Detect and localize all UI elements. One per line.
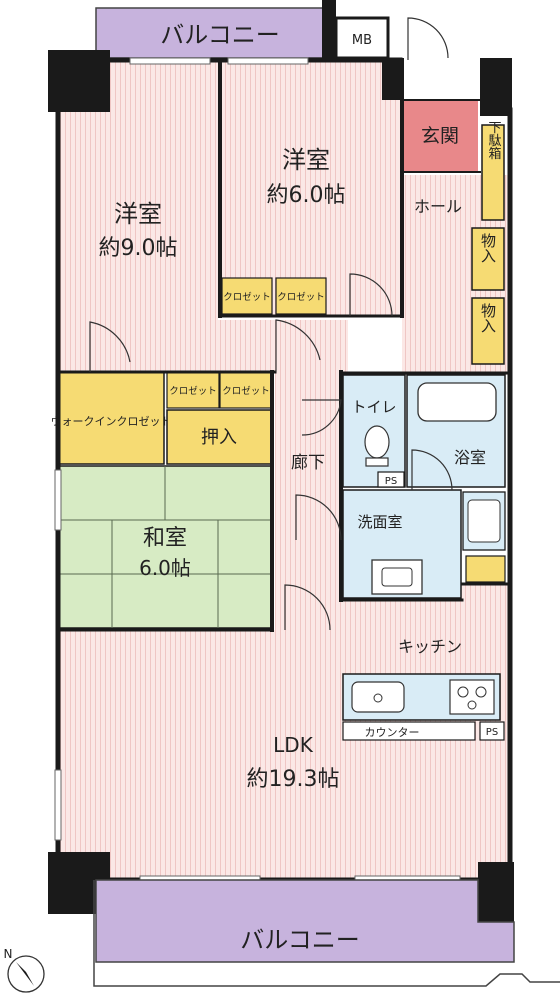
closet-4-label: クロゼット <box>222 385 270 397</box>
counter-label: カウンター <box>365 726 420 739</box>
closet-1-label: クロゼット <box>223 291 271 303</box>
western-room-2-floor <box>222 62 402 317</box>
entrance-label: 玄関 <box>421 125 459 147</box>
balcony-top-label: バルコニー <box>160 21 280 49</box>
mb-label: MB <box>352 33 372 48</box>
storage-2 <box>471 297 505 365</box>
washing-machine-inner-icon <box>467 499 501 543</box>
closet-3 <box>166 371 220 409</box>
stove-icon <box>449 679 495 715</box>
closet-4 <box>219 371 273 409</box>
western-room-2-name: 洋室 <box>282 146 330 174</box>
ldk-name: LDK <box>273 733 314 757</box>
walk-in-closet-label: ウォークインクロゼット <box>51 415 172 428</box>
ldk-size: 約19.3帖 <box>247 767 340 792</box>
corridor-label: 廊下 <box>291 453 325 473</box>
compass-needle-icon <box>16 962 34 986</box>
washroom-label: 洗面室 <box>357 513 402 531</box>
toilet-label: トイレ <box>351 398 396 416</box>
western-room-2-size: 約6.0帖 <box>267 183 346 208</box>
kitchen-label: キッチン <box>398 637 462 656</box>
japanese-room-name: 和室 <box>143 526 187 551</box>
ps-2 <box>479 721 505 741</box>
hall-label: ホール <box>414 197 462 216</box>
balcony-top <box>95 7 335 59</box>
toilet-fixture-icon <box>364 425 390 459</box>
closet-2 <box>275 277 327 315</box>
walk-in-closet <box>57 371 165 465</box>
western-room-1-size: 約9.0帖 <box>99 236 178 261</box>
closet-2-label: クロゼット <box>277 291 325 303</box>
bathroom-label: 浴室 <box>454 448 486 467</box>
ps-1-label: PS <box>385 476 397 487</box>
storage-1-label: 物入 <box>479 233 497 263</box>
burner-1-icon <box>457 686 469 698</box>
tatami-lines <box>58 466 272 628</box>
storage-2-label: 物入 <box>479 303 497 333</box>
western-room-1-name: 洋室 <box>114 200 162 228</box>
storage-1 <box>471 227 505 291</box>
balcony-bottom-rail <box>93 880 560 987</box>
japanese-room-size: 6.0帖 <box>139 556 191 580</box>
oshiire <box>166 409 273 465</box>
balcony-bottom <box>95 879 515 963</box>
entrance-floor <box>402 100 478 172</box>
oshiire-label: 押入 <box>201 427 237 448</box>
shoe-box-label: 下駄箱 <box>486 121 502 160</box>
ps-2-label: PS <box>486 727 498 738</box>
burner-2-icon <box>475 686 487 698</box>
kitchen-floor <box>343 585 510 685</box>
corridor-band <box>58 320 348 372</box>
balcony-bottom-label: バルコニー <box>240 926 360 954</box>
shoe-box <box>481 124 505 221</box>
washroom-storage <box>465 555 506 583</box>
counter-bar <box>342 721 476 741</box>
sink-drain-icon <box>373 693 383 703</box>
closet-3-label: クロゼット <box>169 385 217 397</box>
burner-3-icon <box>467 700 477 710</box>
doors <box>89 17 453 631</box>
sink-icon <box>351 681 405 713</box>
bathtub-icon <box>417 382 497 422</box>
ps-1 <box>377 471 405 488</box>
washbasin-bowl-icon <box>381 567 413 587</box>
toilet-tank-icon <box>365 457 389 467</box>
compass-north-label: N <box>4 947 13 961</box>
